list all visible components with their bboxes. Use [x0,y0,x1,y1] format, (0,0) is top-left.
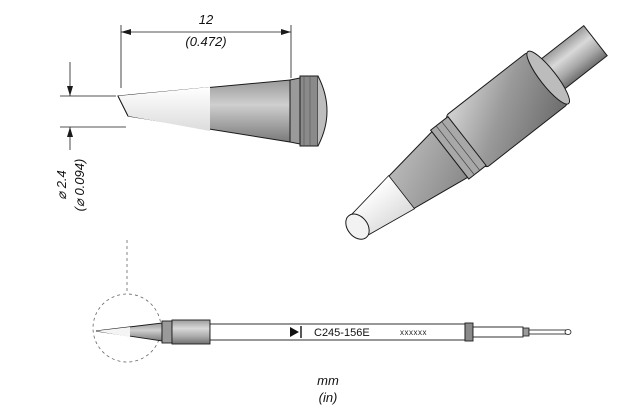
part-marking-label: xxxxxx [400,328,427,337]
tip-side-view [117,75,328,147]
length-in-label: (0.472) [185,34,226,49]
diameter-in-label: (⌀ 0.094) [72,159,87,212]
tip-overview: C245-156E xxxxxx [92,240,572,363]
diameter-dimension: ⌀ 2.4 (⌀ 0.094) [54,62,126,211]
units-secondary-label: (in) [319,390,338,405]
diameter-mm-label: ⌀ 2.4 [54,170,69,200]
tip-perspective-view [345,25,608,240]
length-mm-label: 12 [199,12,214,27]
units-legend: mm (in) [317,373,339,405]
part-code-label: C245-156E [314,327,370,339]
units-primary-label: mm [317,373,339,388]
direction-marker-icon [290,327,299,337]
length-dimension: 12 (0.472) [120,12,292,88]
